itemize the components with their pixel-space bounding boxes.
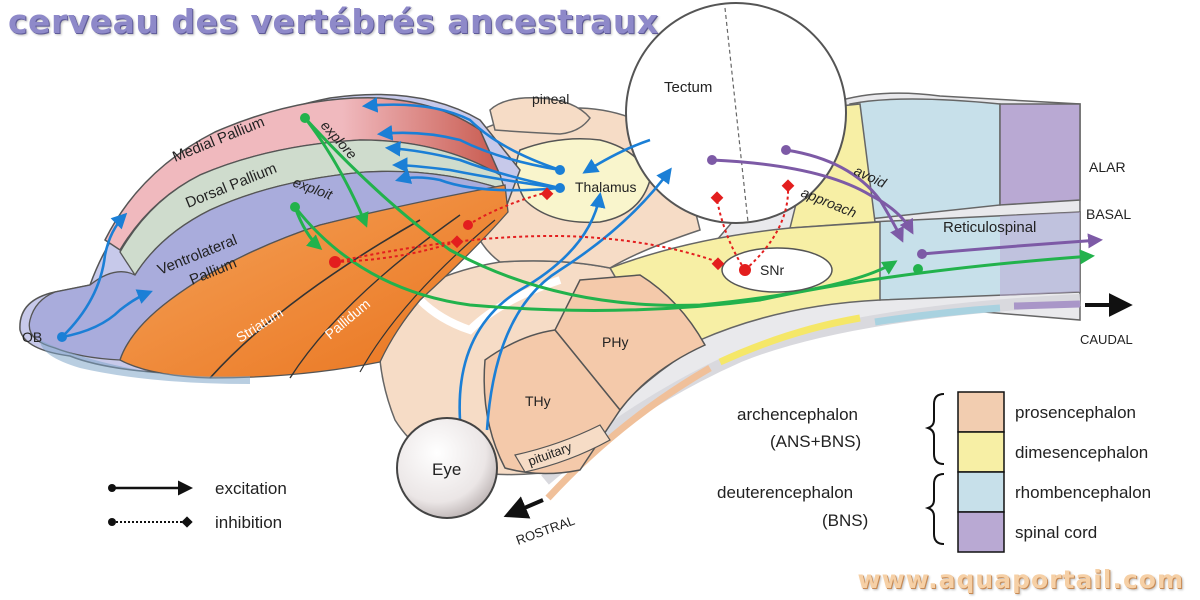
subpallium-blue-fade [40, 340, 250, 384]
blue-excitation-pathways [61, 97, 672, 431]
exploit-pathway-2 [293, 206, 1095, 312]
deuterencephalon-sub-label: (BNS) [822, 511, 868, 530]
snr-to-tectum-2 [744, 185, 790, 271]
striatum-to-pallidum [334, 241, 456, 263]
eye-label: Eye [432, 460, 461, 479]
basal-label: BASAL [1086, 206, 1131, 222]
deuterencephalon-label: deuterencephalon [717, 483, 853, 502]
prosencephalon-swatch [957, 391, 1005, 433]
thy-label: THy [525, 393, 551, 409]
alar-label: ALAR [1089, 159, 1126, 175]
red-inhibition-pathways [334, 185, 790, 271]
reticulospinal-label: Reticulospinal [943, 219, 1036, 236]
phy-label: PHy [602, 334, 628, 350]
striatum-pallidum-divider [209, 219, 421, 379]
avoid-pathway [711, 158, 914, 235]
approach-node [781, 145, 791, 155]
subpallium-orange [119, 184, 509, 379]
tectum-label: Tectum [664, 79, 712, 96]
tectum-to-thalamus [582, 138, 651, 174]
spinal-cord-legend-label: spinal cord [1015, 523, 1097, 542]
avoid-node [707, 155, 717, 165]
watermark: www.aquaportail.com [857, 565, 1184, 594]
pallidum-inhibit-node [463, 220, 473, 230]
thalamus-to-pallium-1 [361, 97, 561, 172]
inhibition-legend-diamond [181, 516, 193, 528]
explore-pathway-1 [303, 117, 369, 228]
archencephalon-sub-label: (ANS+BNS) [770, 432, 861, 451]
retina-to-thalamus [458, 191, 606, 421]
thalamus-node-1 [555, 165, 565, 175]
ob-label: OB [22, 329, 42, 345]
inhibit-target-1 [450, 235, 464, 249]
rhombencephalon-swatch [957, 471, 1005, 513]
excitation-legend-label: excitation [215, 479, 287, 498]
region-legend: archencephalon (ANS+BNS) deuterencephalo… [717, 391, 1151, 553]
ob-to-pallium-1 [61, 212, 128, 338]
optic-stalk [417, 276, 562, 335]
pineal-gland [489, 97, 591, 135]
snr-region [721, 247, 833, 293]
approach-pathway [785, 148, 904, 243]
rhombencephalon-legend-label: rhombencephalon [1015, 483, 1151, 502]
reticulospinal-node-green [913, 264, 923, 274]
rostral-label: ROSTRAL [514, 513, 577, 548]
retina-to-tectum [485, 167, 672, 431]
spinal-cord-swatch [957, 511, 1005, 553]
dimesencephalon-legend-label: dimesencephalon [1015, 443, 1148, 462]
archencephalon-brace [924, 393, 945, 465]
tectum-midline [724, 7, 749, 223]
green-excitation-pathways [293, 116, 1095, 312]
thalamus-to-pallium-3 [384, 140, 561, 190]
thalamus-to-pallium-5 [395, 168, 561, 192]
arrow-legend: excitation inhibition [108, 479, 287, 532]
snr-inhibit-node [739, 264, 751, 276]
snr-label: SNr [760, 262, 784, 278]
archencephalon-label: archencephalon [737, 405, 858, 424]
prosencephalon-legend-label: prosencephalon [1015, 403, 1136, 422]
explore-node [300, 113, 310, 123]
thalamus-label: Thalamus [575, 179, 636, 195]
ob-node [57, 332, 67, 342]
snr-to-tectum-1 [716, 199, 746, 271]
ob-to-pallium-2 [61, 289, 153, 339]
thalamus-to-pallium-2 [376, 124, 561, 172]
strip-rhombencephalon [874, 304, 1001, 326]
spinal-cord-region [999, 103, 1081, 206]
pituitary-stalk [514, 424, 611, 473]
caudal-label: CAUDAL [1080, 332, 1133, 347]
reticulospinal-pathway [921, 233, 1103, 256]
page-title: cerveau des vertébrés ancestraux [8, 2, 659, 41]
thalamus-to-pallium-4 [391, 157, 561, 190]
strip-spinal [1013, 300, 1081, 310]
reticulospinal-node-purple [917, 249, 927, 259]
exploit-node [290, 202, 300, 212]
strip-prosencephalon [545, 364, 712, 501]
inhibition-legend-label: inhibition [215, 513, 282, 532]
thalamus-node-2 [555, 183, 565, 193]
eye [396, 417, 498, 519]
striatum-inhibit-node [329, 256, 341, 268]
basal-spinal-region [1000, 212, 1080, 296]
deuterencephalon-brace [924, 473, 945, 545]
pallidum-to-thalamus [467, 191, 549, 226]
pineal-label: pineal [532, 91, 569, 107]
strip-dimesencephalon [718, 314, 861, 366]
dimesencephalon-swatch [957, 431, 1005, 473]
purple-pathways [711, 148, 1103, 256]
rostral-arrow [503, 496, 544, 519]
